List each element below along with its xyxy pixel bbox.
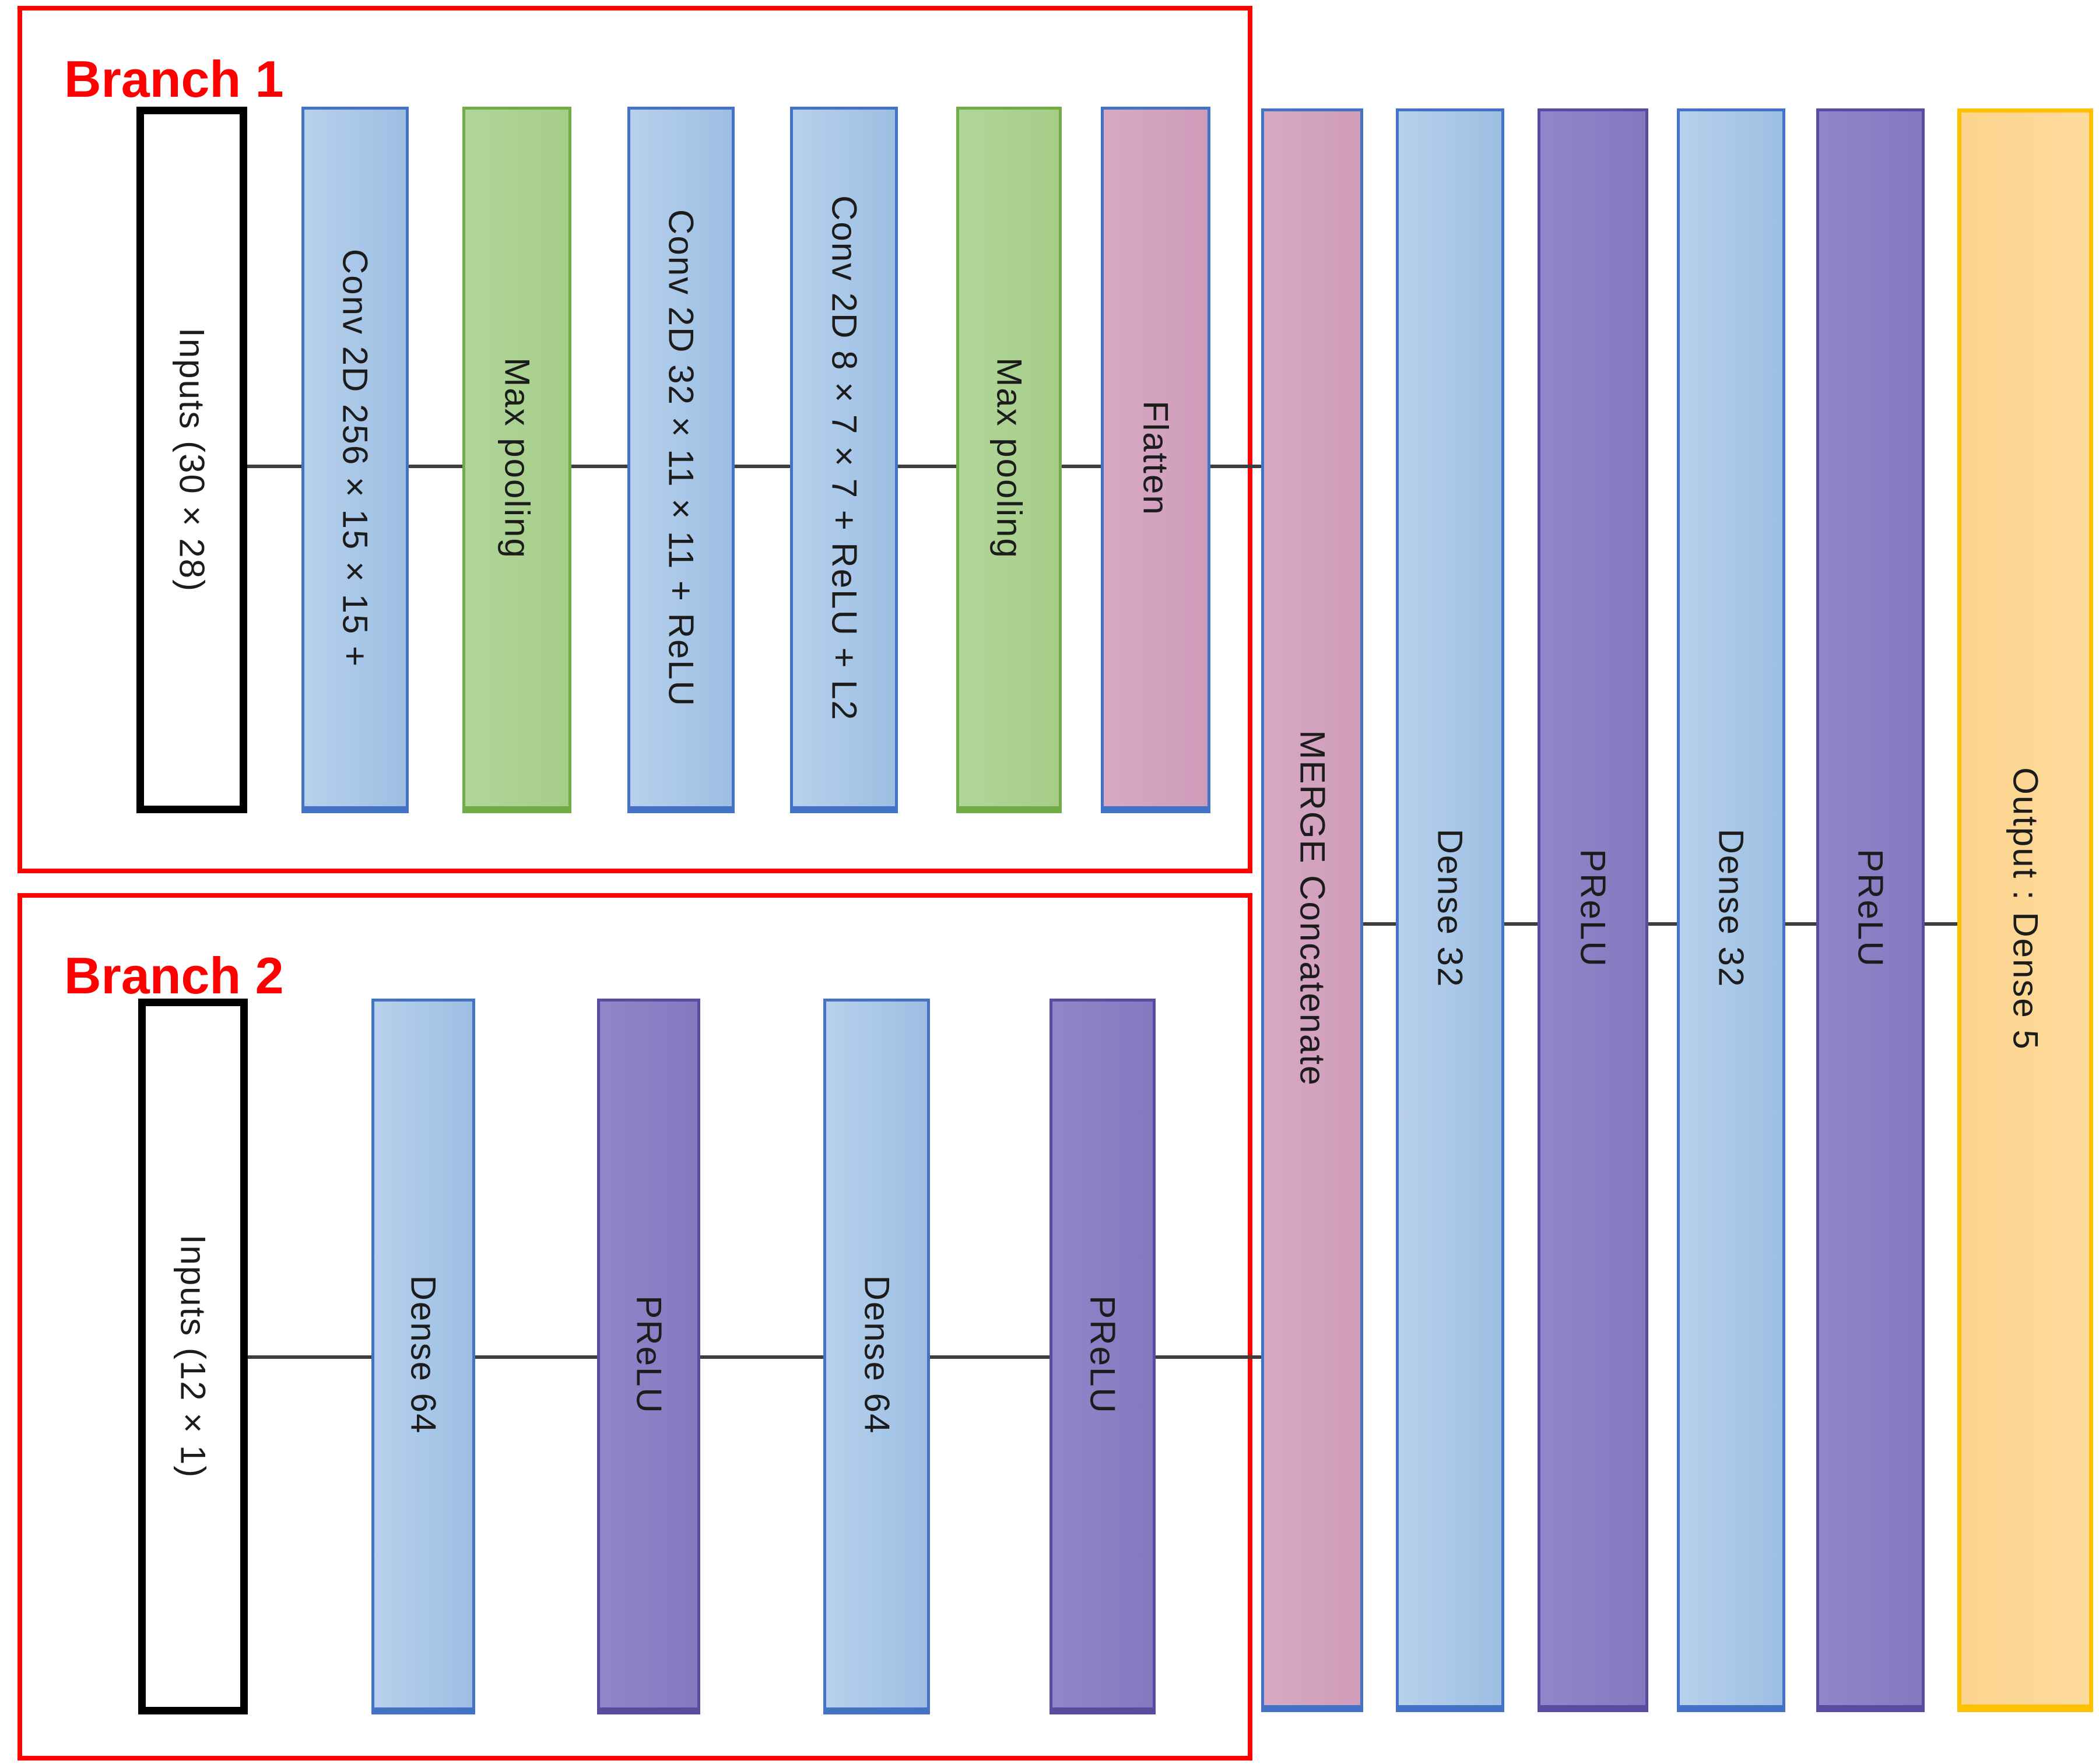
node-output-dense-5: Output : Dense 5 xyxy=(1957,108,2093,1712)
node-dense-64-2: Dense 64 xyxy=(823,999,930,1714)
node-label: Inputs (30 × 28) xyxy=(172,328,212,592)
node-inputs-30x28: Inputs (30 × 28) xyxy=(136,107,247,813)
branch2-connector-line xyxy=(245,1355,1271,1359)
node-label: Dense 64 xyxy=(403,1275,443,1434)
node-prelu-trunk-2: PReLU xyxy=(1816,108,1925,1712)
node-label: Output : Dense 5 xyxy=(2006,767,2045,1050)
node-label: MERGE Concatenate xyxy=(1293,730,1332,1087)
node-label: PReLU xyxy=(1851,849,1890,968)
node-label: PReLU xyxy=(1083,1295,1122,1414)
node-conv2d-256x15x15: Conv 2D 256 × 15 × 15 + xyxy=(301,107,409,813)
node-dense-32-2: Dense 32 xyxy=(1677,108,1785,1712)
node-label: Flatten xyxy=(1136,400,1175,516)
node-label: Conv 2D 8 × 7 × 7 + ReLU + L2 xyxy=(824,195,864,721)
branch2-label: Branch 2 xyxy=(64,947,284,1004)
node-label: Dense 64 xyxy=(857,1275,896,1434)
node-dense-32-1: Dense 32 xyxy=(1396,108,1504,1712)
node-prelu-trunk-1: PReLU xyxy=(1538,108,1648,1712)
node-label: Max pooling xyxy=(497,357,536,559)
node-label: Inputs (12 × 1) xyxy=(173,1234,213,1479)
node-flatten: Flatten xyxy=(1101,107,1210,813)
node-label: Dense 32 xyxy=(1711,828,1751,988)
trunk-connector-line xyxy=(1363,922,1960,926)
node-merge-concatenate: MERGE Concatenate xyxy=(1261,108,1363,1712)
node-prelu-b2-2: PReLU xyxy=(1050,999,1156,1714)
node-dense-64-1: Dense 64 xyxy=(371,999,475,1714)
node-label: Conv 2D 256 × 15 × 15 + xyxy=(335,248,375,667)
node-prelu-b2-1: PReLU xyxy=(597,999,700,1714)
node-inputs-12x1: Inputs (12 × 1) xyxy=(138,999,248,1714)
node-label: Dense 32 xyxy=(1430,828,1470,988)
node-conv2d-8x7x7: Conv 2D 8 × 7 × 7 + ReLU + L2 xyxy=(790,107,898,813)
branch1-connector-line xyxy=(245,465,1271,468)
node-label: Conv 2D 32 × 11 × 11 + ReLU xyxy=(661,209,701,707)
branch2-frame xyxy=(17,893,1252,1761)
branch1-label: Branch 1 xyxy=(64,50,284,108)
node-max-pooling-2: Max pooling xyxy=(956,107,1062,813)
node-conv2d-32x11x11: Conv 2D 32 × 11 × 11 + ReLU xyxy=(627,107,735,813)
node-label: PReLU xyxy=(1573,849,1613,968)
branch1-frame xyxy=(17,6,1252,873)
node-label: PReLU xyxy=(629,1295,668,1414)
node-label: Max pooling xyxy=(989,357,1029,559)
node-max-pooling-1: Max pooling xyxy=(462,107,571,813)
